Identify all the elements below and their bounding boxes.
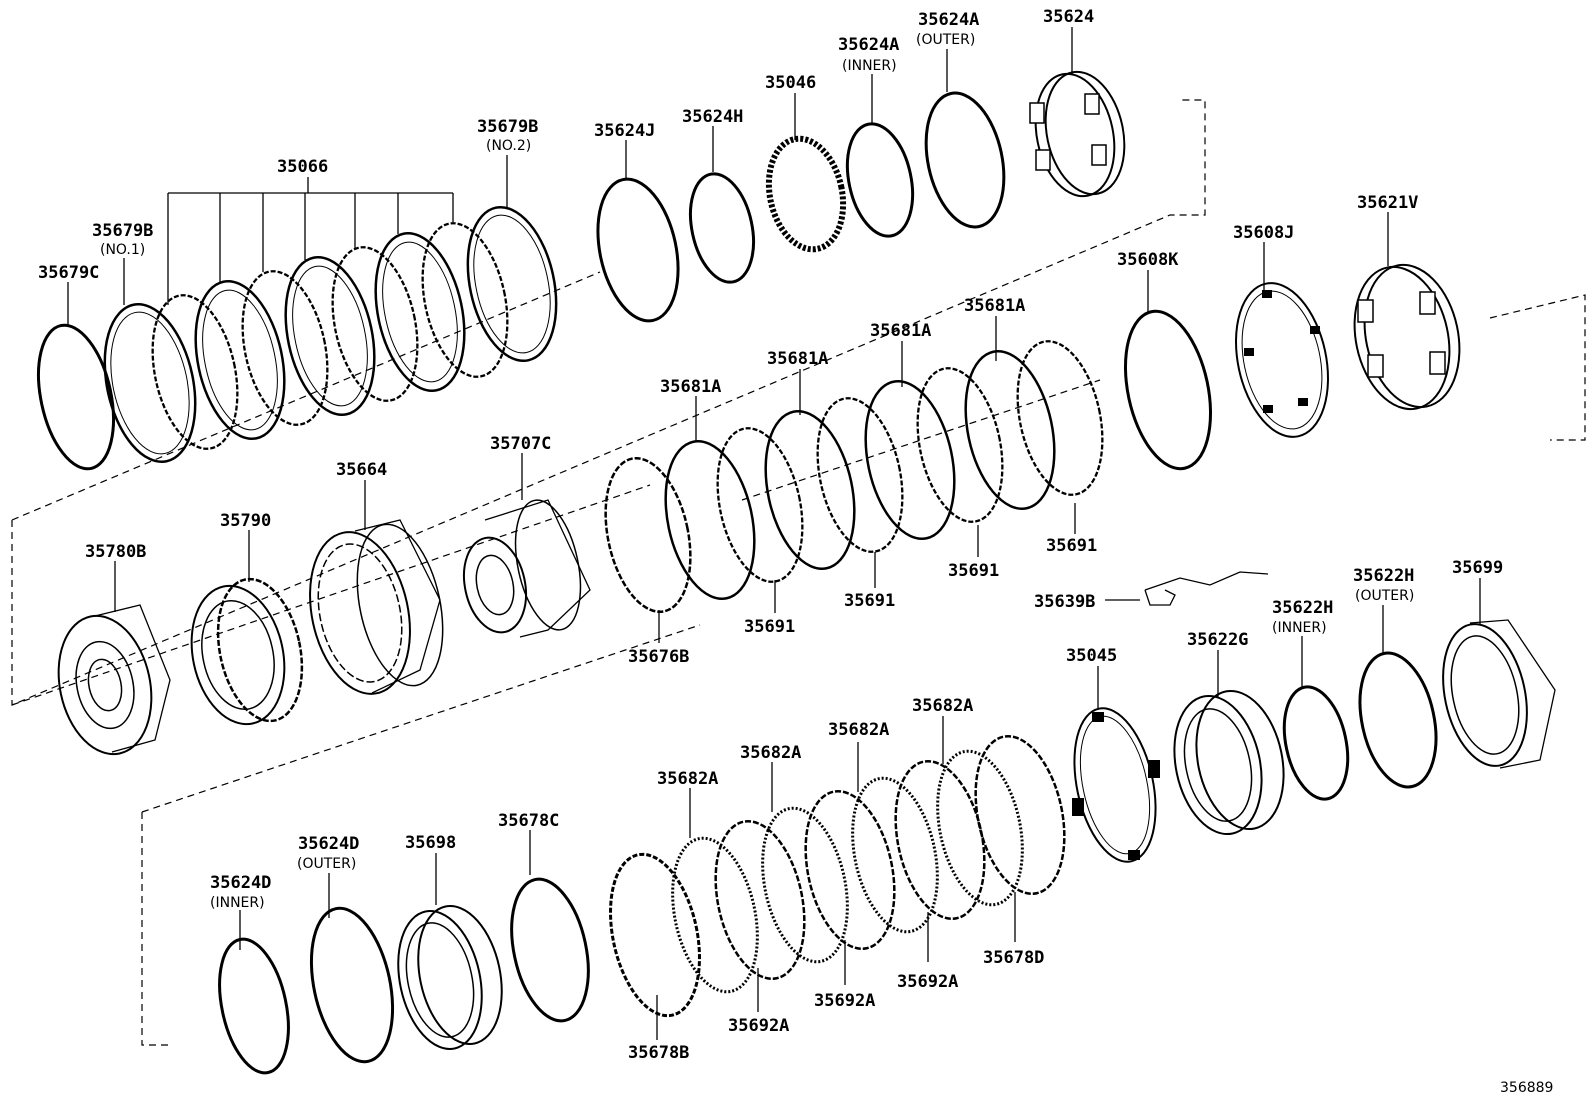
- group-label-35066: 35066: [277, 157, 328, 177]
- ring-35624H: [689, 172, 755, 284]
- plate-35679B-no2: [466, 205, 558, 363]
- part-label: 35608J: [1233, 223, 1294, 243]
- snap-ring-35624J: [596, 177, 680, 323]
- spring-retainer-35608J: [1235, 282, 1329, 438]
- part-label: 35608K: [1117, 250, 1179, 270]
- piston-35698: [397, 905, 503, 1050]
- part-label: 35676B: [628, 647, 689, 667]
- part-label: 35699: [1452, 558, 1503, 578]
- leader-lines: [67, 27, 1481, 1040]
- part-label: 35679C: [38, 263, 99, 283]
- part-sublabel: (INNER): [210, 895, 265, 911]
- snap-ring-35608K: [1123, 309, 1213, 471]
- snap-ring-35678C: [510, 877, 590, 1023]
- part-label: 35624J: [594, 121, 655, 141]
- part-label: 35678D: [983, 948, 1044, 968]
- spring-retainer-35045: [1072, 707, 1160, 863]
- part-label: 35681A: [767, 349, 828, 369]
- part-sublabel: (NO.2): [486, 138, 531, 154]
- part-label: 35624A: [918, 10, 979, 30]
- assembly-35780B: [57, 604, 171, 756]
- part-sublabel: (INNER): [842, 58, 897, 74]
- o-ring-35624D-outer: [309, 906, 395, 1064]
- o-ring-35624D-inner: [218, 937, 290, 1075]
- cylinder-35699: [1442, 619, 1556, 769]
- part-label: 35691: [948, 561, 999, 581]
- plate-35679B-no1: [103, 302, 197, 464]
- spring-35639B: [1144, 571, 1269, 606]
- part-label: 35664: [336, 460, 387, 480]
- part-label: 35692A: [728, 1016, 789, 1036]
- part-sublabel: (OUTER): [1355, 588, 1414, 604]
- piston-35621V: [1353, 263, 1461, 411]
- part-sublabel: (NO.1): [100, 242, 145, 258]
- part-label: 35045: [1066, 646, 1117, 666]
- row-bottom-parts: [218, 735, 1066, 1075]
- part-label: 35691: [844, 591, 895, 611]
- o-ring-35624A-outer: [924, 91, 1006, 229]
- part-label: 35622H: [1353, 566, 1414, 586]
- part-label: 35691: [744, 617, 795, 637]
- part-label: 35678C: [498, 811, 559, 831]
- part-label: 35692A: [814, 991, 875, 1011]
- part-label: 35624D: [210, 873, 271, 893]
- part-label: 35682A: [912, 696, 973, 716]
- part-label: 35682A: [740, 743, 801, 763]
- part-label: 35790: [220, 511, 271, 531]
- part-label: 35624H: [682, 107, 743, 127]
- hub-35707C: [463, 499, 591, 638]
- part-label: 35682A: [828, 720, 889, 740]
- part-label: 35624: [1043, 7, 1094, 27]
- o-ring-35622H-outer: [1358, 651, 1438, 789]
- piston-35622G: [1173, 689, 1285, 836]
- part-label: 35698: [405, 833, 456, 853]
- snap-ring-35679C: [37, 323, 115, 471]
- part-label: 35692A: [897, 972, 958, 992]
- part-sublabel: (INNER): [1272, 620, 1327, 636]
- o-ring-35624A-inner: [845, 122, 915, 238]
- spring-retainer-35046: [765, 135, 847, 253]
- piston-35624: [1029, 70, 1126, 198]
- part-labels: 35066 35679C 35679B (NO.1) 35679B (NO.2)…: [38, 7, 1553, 1096]
- part-label: 35679B: [477, 117, 538, 137]
- part-label: 35681A: [660, 377, 721, 397]
- part-label: 35707C: [490, 434, 551, 454]
- part-label: 35624A: [838, 35, 899, 55]
- part-label: 35681A: [870, 321, 931, 341]
- part-label: 35780B: [85, 542, 146, 562]
- part-label: 35622G: [1187, 630, 1248, 650]
- part-label: 35622H: [1272, 598, 1333, 618]
- drum-35664: [309, 519, 444, 695]
- part-label: 35679B: [92, 221, 153, 241]
- part-label: 35621V: [1357, 193, 1418, 213]
- clutch-pack-35681A-35691: [604, 340, 1104, 613]
- row-third-parts: [1072, 571, 1556, 863]
- row-second-parts: [57, 263, 1461, 756]
- clutch-35790: [190, 577, 304, 726]
- part-label: 35681A: [964, 296, 1025, 316]
- part-label: 35678B: [628, 1043, 689, 1063]
- section-boundaries: [11, 99, 1586, 1046]
- part-sublabel: (OUTER): [916, 32, 975, 48]
- part-label: 35639B: [1034, 592, 1095, 612]
- part-label: 35682A: [657, 769, 718, 789]
- disc-stack-35066: [151, 222, 509, 450]
- row-top-parts: [37, 70, 1126, 471]
- part-label: 35624D: [298, 834, 359, 854]
- diagram-reference-number: 356889: [1500, 1080, 1553, 1096]
- part-label: 35046: [765, 73, 816, 93]
- o-ring-35622H-inner: [1282, 685, 1350, 801]
- part-label: 35691: [1046, 536, 1097, 556]
- clutch-pack-35682A-35692A: [609, 735, 1066, 1018]
- part-sublabel: (OUTER): [297, 856, 356, 872]
